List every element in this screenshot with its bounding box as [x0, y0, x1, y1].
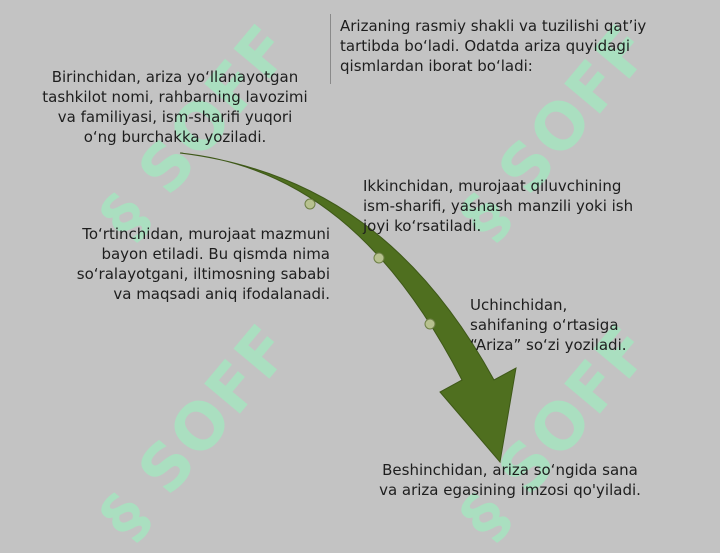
- step-fourth-text: To‘rtinchidan, murojaat mazmuni bayon et…: [76, 225, 330, 303]
- divider-line: [330, 14, 331, 84]
- step-fifth-text: Beshinchidan, ariza so‘ngida sana va ari…: [379, 461, 641, 499]
- curved-arrow: [179, 152, 517, 464]
- arrow-node-dot: [373, 252, 385, 264]
- step-first-text: Birinchidan, ariza yo‘llanayotgan tashki…: [42, 68, 308, 146]
- arrow-node-dot: [304, 198, 316, 210]
- arrow-node-dot: [424, 318, 436, 330]
- step-third-text: Uchinchidan, sahifaning o‘rtasiga “Ariza…: [470, 296, 627, 354]
- slide: § SOFF § SOFF § SOFF § SOFF Arizaning ra…: [42, 11, 667, 553]
- arrow-shape: [179, 152, 517, 464]
- intro-text: Arizaning rasmiy shakli va tuzilishi qat…: [340, 17, 647, 75]
- step-second-text: Ikkinchidan, murojaat qiluvchining ism-s…: [363, 177, 634, 235]
